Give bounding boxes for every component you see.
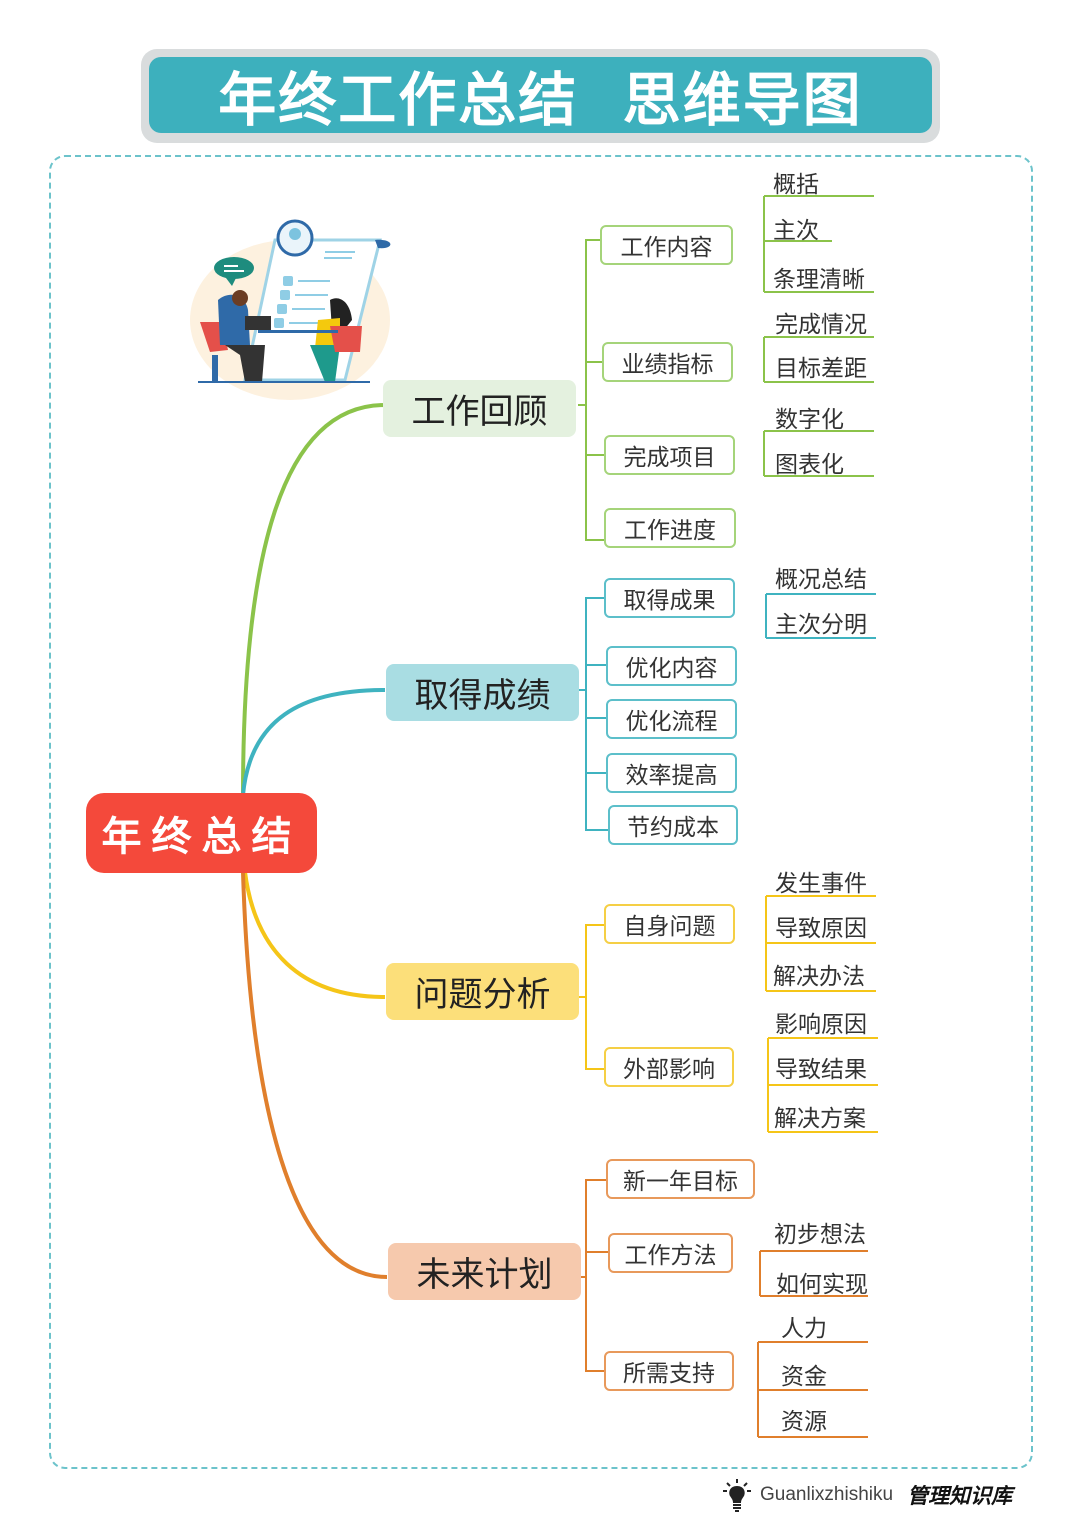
sub-node[interactable]: 自身问题 [604,904,735,944]
lightbulb-icon [723,1479,751,1512]
leaf-node[interactable]: 概括 [773,172,819,198]
leaf-node[interactable]: 图表化 [775,452,844,478]
sub-node[interactable]: 工作内容 [600,225,733,265]
leaf-node[interactable]: 概况总结 [775,567,867,593]
leaf-node[interactable]: 导致原因 [775,916,867,942]
leaf-node[interactable]: 人力 [781,1316,827,1342]
leaf-node[interactable]: 资源 [781,1409,827,1435]
sub-node[interactable]: 所需支持 [604,1351,734,1391]
leaf-node[interactable]: 条理清晰 [773,267,865,293]
brand-name: Guanlixzhishiku [760,1484,894,1505]
sub-node[interactable]: 优化内容 [606,646,737,686]
root-node[interactable]: 年终总结 [86,793,317,873]
title-banner: 年终工作总结 思维导图 [141,49,940,143]
footer-brand: Guanlixzhishiku 管理知识库 [722,1478,1012,1512]
sub-node[interactable]: 优化流程 [606,699,737,739]
mindmap-frame [49,155,1033,1469]
branch-problem-analysis[interactable]: 问题分析 [386,963,579,1020]
sub-node[interactable]: 效率提高 [606,753,737,793]
leaf-node[interactable]: 如何实现 [776,1272,868,1298]
illustration [190,219,391,400]
leaf-node[interactable]: 解决办法 [773,964,865,990]
branch-future-plan[interactable]: 未来计划 [388,1243,581,1300]
leaf-node[interactable]: 解决方案 [774,1106,866,1132]
sub-node[interactable]: 新一年目标 [606,1159,755,1199]
branch-achievements[interactable]: 取得成绩 [386,664,579,721]
brand-name-cn: 管理知识库 [907,1483,1013,1508]
leaf-node[interactable]: 资金 [781,1364,827,1390]
leaf-node[interactable]: 导致结果 [775,1057,867,1083]
leaf-node[interactable]: 目标差距 [775,356,867,382]
sub-node[interactable]: 业绩指标 [602,342,733,382]
page-title: 年终工作总结 思维导图 [149,57,932,134]
sub-node[interactable]: 工作方法 [608,1233,733,1273]
leaf-node[interactable]: 影响原因 [775,1012,867,1038]
leaf-node[interactable]: 数字化 [775,407,844,433]
leaf-node[interactable]: 完成情况 [775,312,867,338]
sub-node[interactable]: 工作进度 [604,508,736,548]
sub-node[interactable]: 完成项目 [604,435,735,475]
leaf-node[interactable]: 发生事件 [775,871,867,897]
sub-node[interactable]: 节约成本 [608,805,738,845]
leaf-node[interactable]: 初步想法 [774,1222,866,1248]
leaf-node[interactable]: 主次 [773,218,819,244]
leaf-node[interactable]: 主次分明 [775,612,867,638]
branch-work-review[interactable]: 工作回顾 [383,380,576,437]
sub-node[interactable]: 取得成果 [604,578,735,618]
sub-node[interactable]: 外部影响 [604,1047,734,1087]
